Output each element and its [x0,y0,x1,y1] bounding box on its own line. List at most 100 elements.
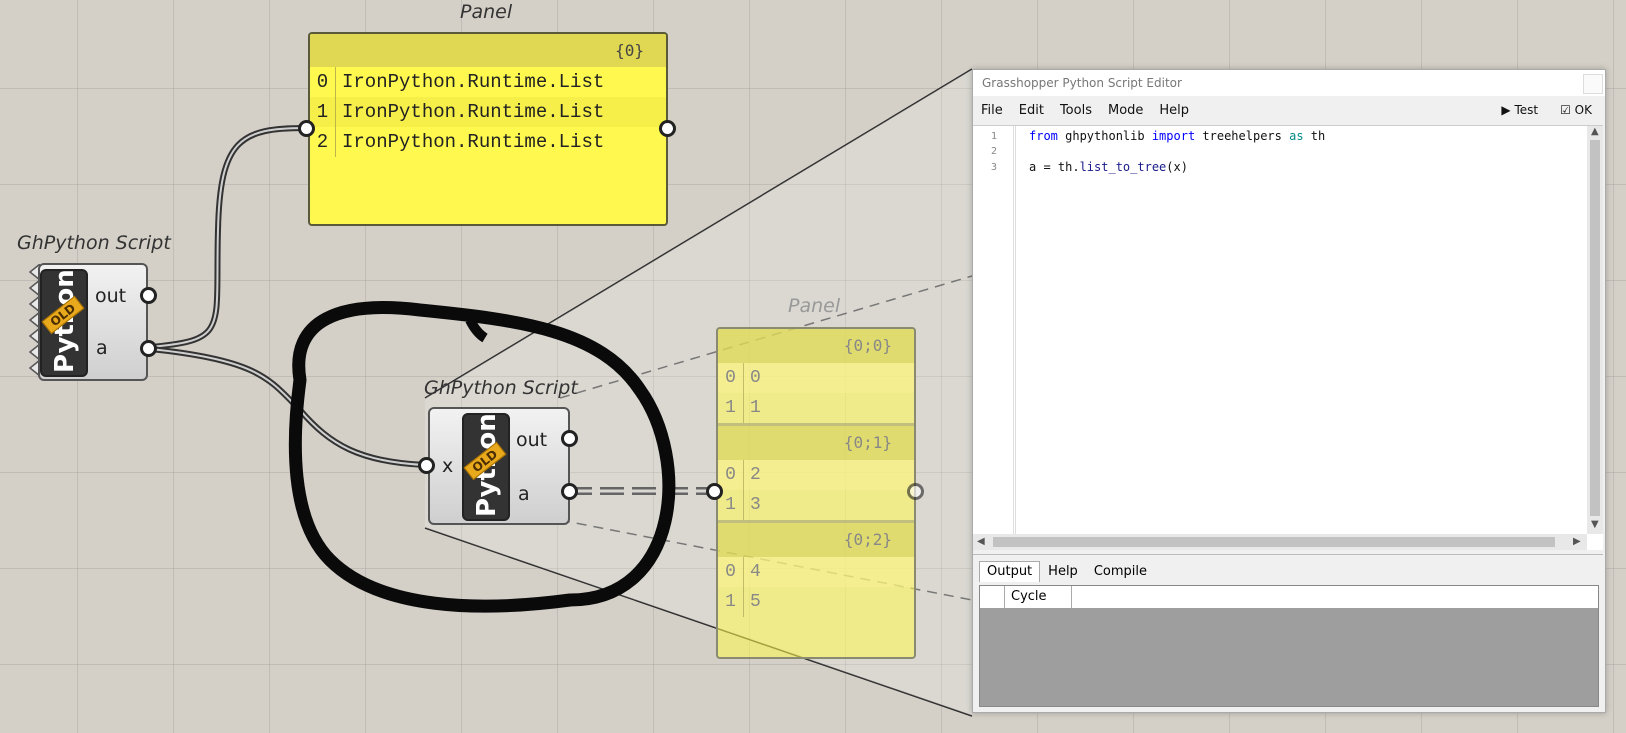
panel-bottom-output-port[interactable] [907,483,924,500]
component-left-title: GhPython Script [17,232,171,254]
column-header-blank [980,586,1005,608]
row-value: 4 [750,562,761,582]
branch-path: {0;1} [718,426,914,460]
row-index: 1 [718,393,744,423]
row-index: 1 [718,587,744,617]
output-table-header: Cycle [980,586,1598,608]
test-button[interactable]: ▶ Test [1492,100,1547,120]
panel-bottom-title: Panel [788,295,841,317]
function-name: list_to_tree [1079,160,1167,174]
panel-top-row: 2 IronPython.Runtime.List [310,127,666,157]
component-left-out-port[interactable] [140,287,157,304]
component-left-zigzag [28,264,42,377]
branch-path: {0;2} [718,523,914,557]
annotation-circle [288,301,676,613]
code-editor[interactable]: 1 2 3 from ghpythonlib import treehelper… [973,125,1603,550]
scroll-left-icon[interactable]: ◀ [977,536,985,547]
component-middle-title: GhPython Script [424,377,578,399]
output-label-a: a [96,337,108,359]
test-label: Test [1514,103,1539,117]
tab-compile[interactable]: Compile [1093,564,1147,579]
component-middle[interactable]: x Python OLD out a [428,407,570,525]
row-value: IronPython.Runtime.List [342,131,605,153]
panel-top-output-port[interactable] [659,120,676,137]
output-pane: Output Help Compile Cycle [973,554,1603,711]
scroll-right-icon[interactable]: ▶ [1573,536,1581,547]
row-index: 0 [718,460,744,490]
row-index: 2 [310,127,336,157]
import-name: treehelpers [1195,129,1290,143]
horizontal-scrollbar[interactable]: ◀ ▶ [973,534,1587,550]
scroll-down-icon[interactable]: ▼ [1591,519,1599,530]
panel-top-title: Panel [460,1,513,23]
code-line-1: from ghpythonlib import treehelpers as t… [1029,129,1325,143]
component-left[interactable]: Python OLD out a [38,263,148,381]
tab-output[interactable]: Output [979,561,1041,582]
assignment: a = th. [1029,160,1080,174]
row-value: 1 [750,398,761,418]
component-left-a-port[interactable] [140,340,157,357]
keyword-from: from [1029,129,1058,143]
component-middle-a-port[interactable] [561,483,578,500]
row-index: 1 [718,490,744,520]
tab-help[interactable]: Help [1048,564,1078,579]
line-number: 2 [991,146,998,157]
panel-top-path: {0} [310,34,666,67]
function-args: (x) [1166,160,1188,174]
vertical-scroll-thumb[interactable] [1590,140,1600,516]
panel-top-input-port[interactable] [298,120,315,137]
output-tabs: Output Help Compile [973,555,1603,582]
output-label-out: out [95,285,127,307]
menu-tools[interactable]: Tools [1059,102,1092,118]
vertical-scrollbar[interactable]: ▲ ▼ [1587,126,1603,534]
column-header-cycle[interactable]: Cycle [1005,586,1072,608]
menu-file[interactable]: File [981,102,1003,118]
module-name: ghpythonlib [1057,129,1152,143]
scroll-up-icon[interactable]: ▲ [1591,126,1599,137]
output-table: Cycle [979,585,1599,707]
row-value: 5 [750,592,761,612]
branch-path: {0;0} [718,329,914,363]
row-value: 0 [750,368,761,388]
line-number: 3 [991,162,998,173]
panel-top-row: 1 IronPython.Runtime.List [310,97,666,127]
row-index: 0 [718,363,744,393]
menu-help[interactable]: Help [1159,102,1190,118]
line-number: 1 [991,131,998,142]
row-value: 3 [750,495,761,515]
play-icon: ▶ [1501,103,1511,117]
row-value: IronPython.Runtime.List [342,71,605,93]
python-script-editor[interactable]: Grasshopper Python Script Editor File Ed… [972,69,1606,713]
close-icon[interactable] [1583,74,1603,94]
code-line-3: a = th.list_to_tree(x) [1029,160,1188,174]
horizontal-scroll-thumb[interactable] [993,537,1555,547]
row-value: IronPython.Runtime.List [342,101,605,123]
panel-top[interactable]: {0} 0 IronPython.Runtime.List 1 IronPyth… [308,32,668,226]
fold-margin [1013,126,1014,534]
panel-top-row: 0 IronPython.Runtime.List [310,67,666,97]
component-middle-x-port[interactable] [418,457,435,474]
panel-bottom-input-port[interactable] [706,483,723,500]
row-index: 0 [310,67,336,97]
output-label-a: a [518,483,530,505]
check-icon: ☑ [1560,103,1571,117]
branch-separator [718,520,914,523]
keyword-import: import [1151,129,1196,143]
row-index: 0 [718,557,744,587]
row-index: 1 [310,97,336,127]
ok-button[interactable]: ☑ OK [1551,100,1601,120]
editor-menubar: File Edit Tools Mode Help ▶ Test ☑ OK [973,96,1605,124]
line-number-gutter: 1 2 3 [973,126,1016,534]
menu-mode[interactable]: Mode [1107,102,1144,118]
menu-edit[interactable]: Edit [1018,102,1044,118]
keyword-as: as [1289,129,1304,143]
ok-label: OK [1574,103,1592,117]
component-middle-out-port[interactable] [561,430,578,447]
